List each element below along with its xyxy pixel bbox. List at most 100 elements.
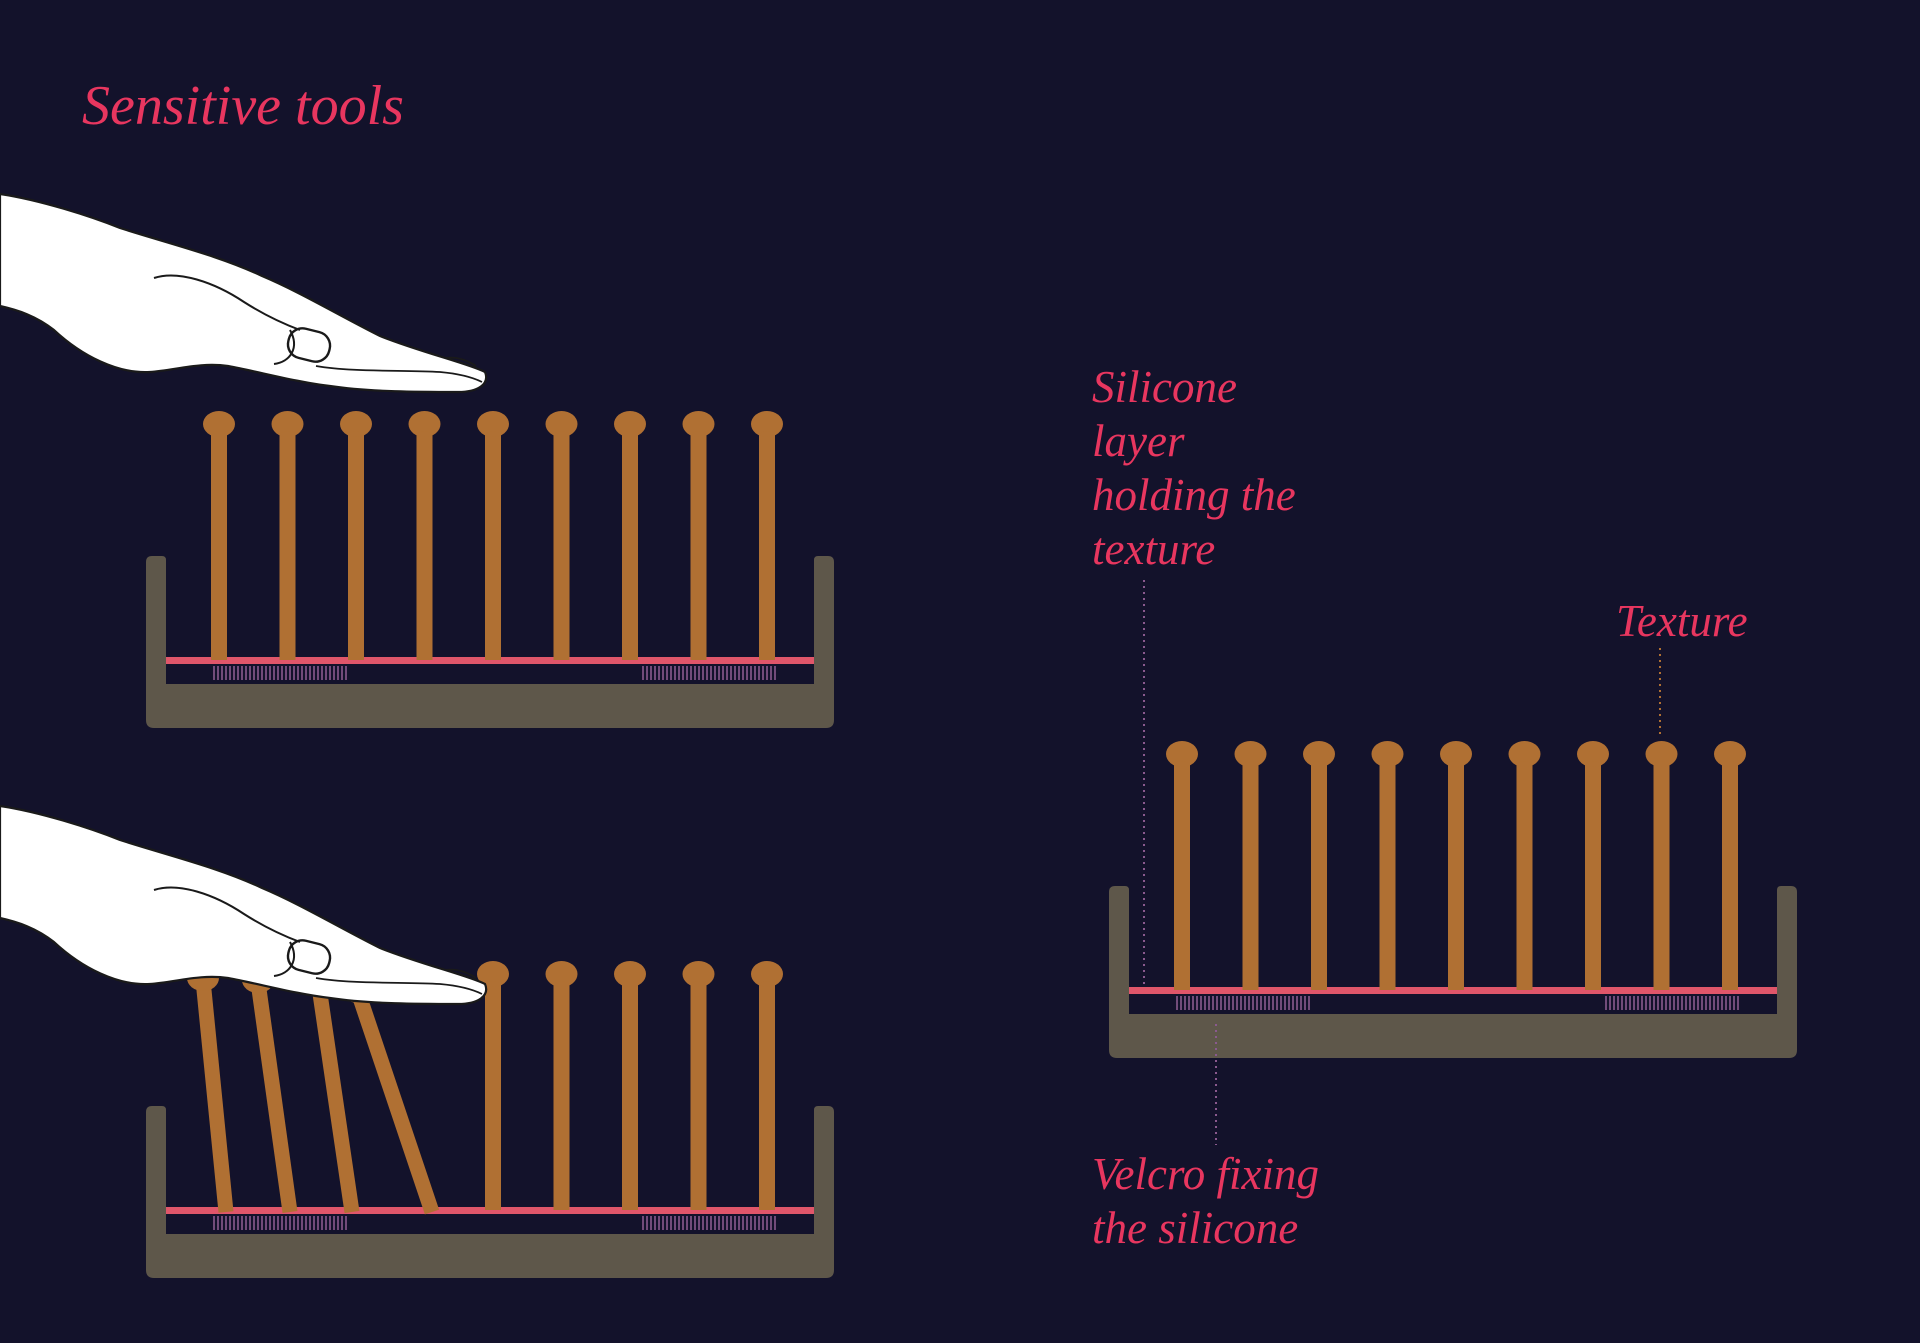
bristle-stick xyxy=(1585,756,1601,990)
bristle-neck xyxy=(279,431,296,434)
bristles-bottom-left xyxy=(187,961,783,1215)
finger-edge-line xyxy=(315,365,483,383)
bristle-head xyxy=(340,411,372,437)
bristle-stick xyxy=(1722,756,1738,990)
bristles-right xyxy=(1166,741,1746,990)
bristle-stick xyxy=(1311,756,1327,990)
bristle-stick xyxy=(1653,756,1670,990)
bristle-stick xyxy=(1379,756,1396,990)
bristle-stick xyxy=(553,976,570,1210)
bristle-neck xyxy=(416,431,433,434)
tray-bottom-left xyxy=(146,1106,834,1278)
finger-crease xyxy=(153,886,301,943)
bristle-neck xyxy=(485,431,501,434)
bristle-neck xyxy=(1585,761,1601,764)
bristle-head xyxy=(203,411,235,437)
bristle-stick xyxy=(211,426,227,660)
bristle-neck xyxy=(1448,761,1464,764)
bristle-neck xyxy=(211,431,227,434)
bristle-head xyxy=(1440,741,1472,767)
bristle-stick xyxy=(690,426,707,660)
bristle-head xyxy=(751,411,783,437)
hand-icon xyxy=(0,192,488,394)
fingertip-line xyxy=(445,356,477,367)
bristle-stick xyxy=(759,976,775,1210)
bristle-stick xyxy=(1174,756,1190,990)
bristle-head xyxy=(1577,741,1609,767)
bristle-stick xyxy=(250,980,298,1214)
bristle-stick xyxy=(348,426,364,660)
bristle-head xyxy=(1645,741,1678,767)
tray-right xyxy=(1109,886,1797,1058)
fingernail-icon xyxy=(286,327,332,363)
bristle-head xyxy=(1234,741,1267,767)
bristle-stick xyxy=(1516,756,1533,990)
bristle-stick xyxy=(195,979,234,1213)
bristle-stick xyxy=(279,426,296,660)
bristle-neck xyxy=(1516,761,1533,764)
velcro-strip xyxy=(642,1216,776,1230)
silicone-layer xyxy=(1129,987,1777,994)
bristle-neck xyxy=(553,431,570,434)
bristle-neck xyxy=(759,431,775,434)
tray-body xyxy=(146,1106,834,1278)
bristle-neck xyxy=(1722,761,1738,764)
bristle-stick xyxy=(485,976,501,1210)
bristle-head xyxy=(545,411,578,437)
bristle-head xyxy=(477,961,509,987)
bristle-neck xyxy=(1242,761,1259,764)
bristle-stick xyxy=(759,426,775,660)
fingernail-icon xyxy=(286,939,332,975)
bristle-neck xyxy=(1311,761,1327,764)
velcro-strip xyxy=(1605,996,1739,1010)
bristles-top-left xyxy=(203,411,783,660)
bristle-neck xyxy=(1653,761,1670,764)
silicone-layer xyxy=(166,657,814,664)
bristle-head xyxy=(1303,741,1335,767)
hand-shape xyxy=(0,192,488,394)
bristle-head xyxy=(751,961,783,987)
bristle-stick xyxy=(485,426,501,660)
bristle-head xyxy=(545,961,578,987)
velcro-strip xyxy=(1176,996,1310,1010)
bristle-head xyxy=(1166,741,1198,767)
bristle-neck xyxy=(759,981,775,984)
bristle-stick xyxy=(622,976,638,1210)
velcro-strip xyxy=(213,1216,347,1230)
finger-edge-line xyxy=(315,977,483,995)
bristle-stick xyxy=(553,426,570,660)
velcro-strip xyxy=(213,666,347,680)
bristle-head xyxy=(682,961,715,987)
bristle-neck xyxy=(690,431,707,434)
bristle-head xyxy=(477,411,509,437)
bristle-head xyxy=(1371,741,1404,767)
bristle-neck xyxy=(348,431,364,434)
finger-crease xyxy=(153,274,301,331)
bristle-head xyxy=(614,961,646,987)
bristle-neck xyxy=(1174,761,1190,764)
tray-body xyxy=(1109,886,1797,1058)
bristle-neck xyxy=(622,431,638,434)
page-title: Sensitive tools xyxy=(82,75,404,137)
bristle-head xyxy=(682,411,715,437)
label-leaders xyxy=(1143,580,1661,1145)
bristle-stick xyxy=(1448,756,1464,990)
bristle-stick xyxy=(416,426,433,660)
bristle-head xyxy=(408,411,441,437)
hand-icon xyxy=(0,804,488,1006)
bristle-stick xyxy=(1242,756,1259,990)
fingertip-line xyxy=(445,968,477,979)
hand-shape xyxy=(0,804,488,1006)
bristle-stick xyxy=(690,976,707,1210)
tray-top-left xyxy=(146,556,834,728)
bristle-head xyxy=(614,411,646,437)
bristle-neck xyxy=(622,981,638,984)
bristle-neck xyxy=(485,981,501,984)
bristle-stick xyxy=(350,989,440,1215)
texture-label: Texture xyxy=(1616,596,1748,646)
bristle-stick xyxy=(310,978,360,1214)
bristle-neck xyxy=(1379,761,1396,764)
bristle-neck xyxy=(553,981,570,984)
